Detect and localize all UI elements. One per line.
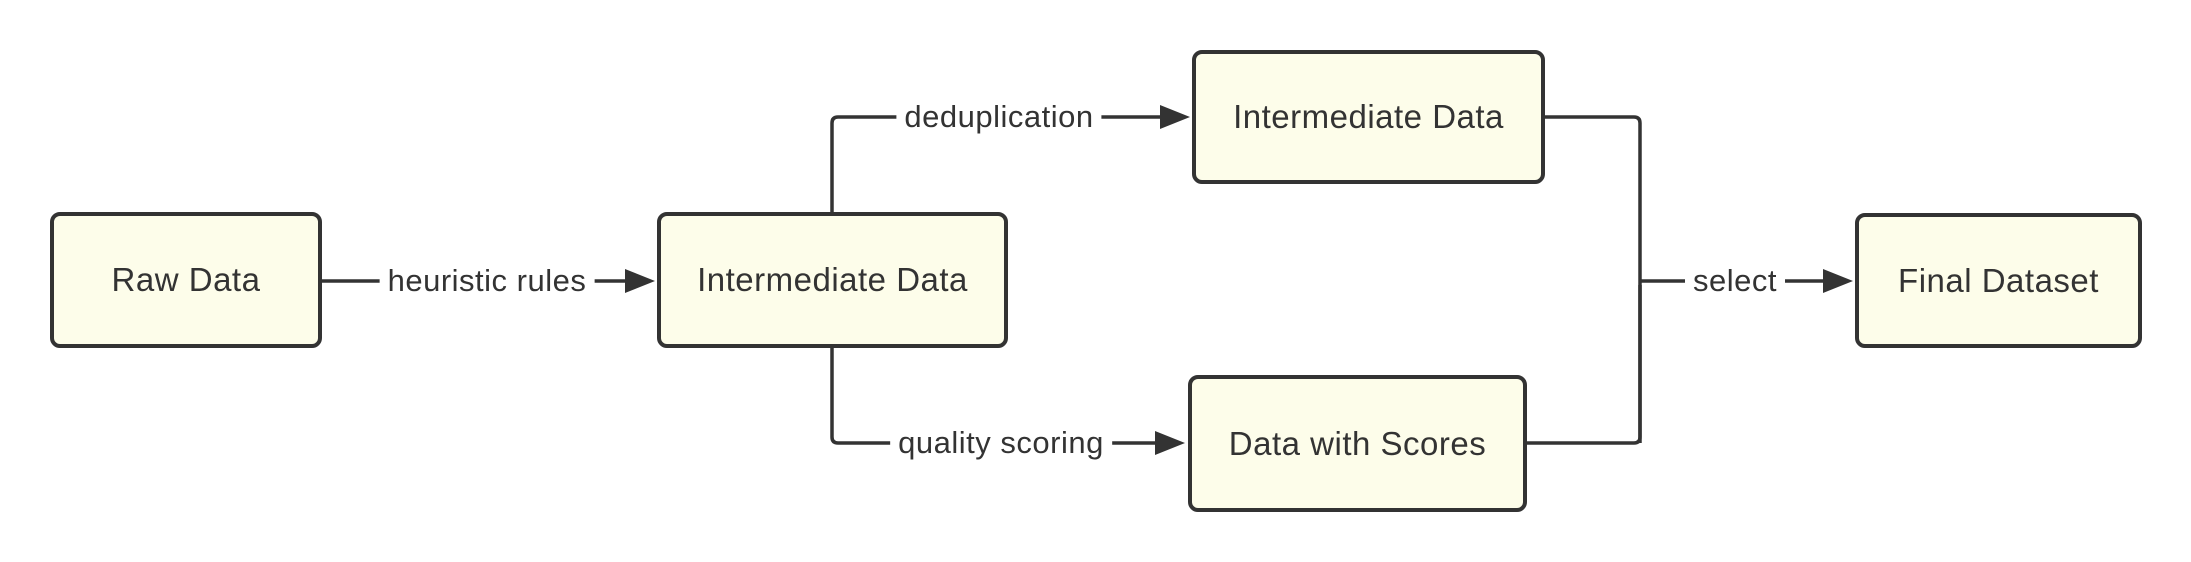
edge-deduplication-line	[830, 115, 1160, 212]
edge-label-quality-scoring: quality scoring	[890, 423, 1112, 463]
edge-deduplication-arrowhead-icon	[1160, 105, 1190, 129]
edge-top-to-merge-line	[1545, 115, 1642, 443]
edge-label-heuristic-rules: heuristic rules	[379, 261, 595, 301]
edge-select-arrowhead-icon	[1823, 269, 1853, 293]
node-intermediate-data-top: Intermediate Data	[1192, 50, 1545, 184]
node-data-with-scores: Data with Scores	[1188, 375, 1527, 512]
edge-quality-scoring-line	[830, 348, 1155, 445]
node-final-dataset: Final Dataset	[1855, 213, 2142, 348]
node-raw-data: Raw Data	[50, 212, 322, 348]
edge-scores-to-merge-line	[1527, 285, 1642, 445]
node-intermediate-data-mid: Intermediate Data	[657, 212, 1008, 348]
edge-label-select: select	[1685, 261, 1785, 301]
edge-quality-scoring-arrowhead-icon	[1155, 431, 1185, 455]
edge-heuristic-rules-arrowhead-icon	[625, 269, 655, 293]
edge-label-deduplication: deduplication	[896, 97, 1102, 137]
